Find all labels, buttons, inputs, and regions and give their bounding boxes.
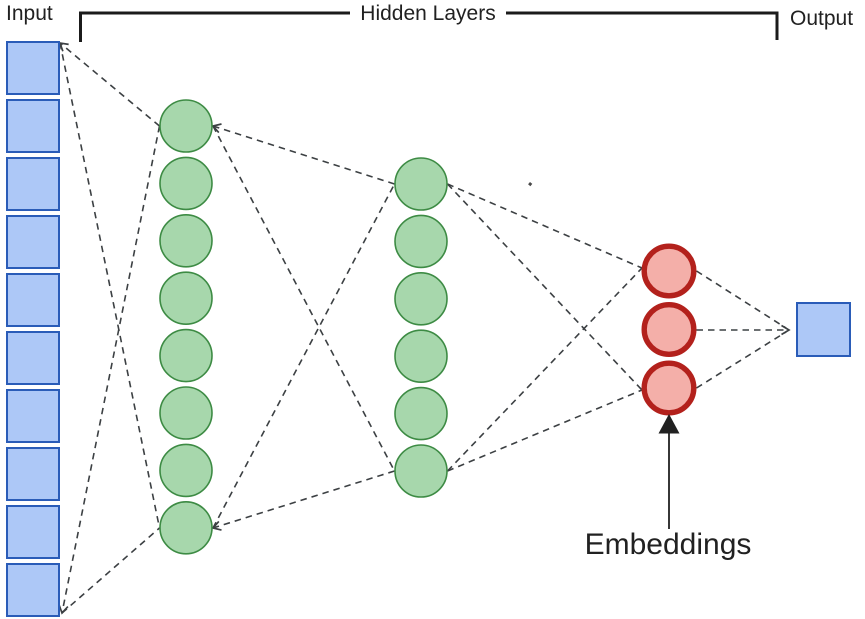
- hidden-layer-1-node: [159, 156, 213, 211]
- input-layer-node: [6, 505, 60, 559]
- edge-h2top-h1top: [211, 123, 395, 185]
- edge-h1bottom-h2top: [212, 183, 396, 529]
- edge-h2bottom-embbottom: [447, 389, 643, 472]
- embedding-layer-node: [641, 360, 697, 416]
- embedding-layer-node: [641, 302, 697, 358]
- edge-h2top-embbottom: [446, 183, 643, 391]
- connection-edges: [58, 41, 791, 615]
- hidden-layer-1-node: [159, 99, 213, 153]
- edge-embbottom-output: [696, 331, 787, 389]
- input-layer-node: [6, 273, 60, 327]
- input-layer-node: [6, 563, 60, 617]
- hidden-layer-2-node: [394, 271, 448, 326]
- hidden-layer-1-node: [159, 214, 213, 268]
- hidden-layer-2-node: [394, 214, 448, 269]
- output-label: Output: [790, 7, 854, 30]
- hidden-layer-1-node: [159, 443, 213, 498]
- edge-h1top-h2bottom: [212, 125, 396, 472]
- input-layer-node: [6, 215, 60, 269]
- input-layer-node: [6, 99, 60, 153]
- layer-nodes: [6, 41, 851, 617]
- hidden-layer-2-node: [394, 444, 448, 498]
- hidden-layer-1-node: [159, 386, 213, 440]
- edge-h2bottom-embtop: [446, 267, 643, 472]
- edge-h2top-embtop: [447, 183, 643, 269]
- embeddings-label: Embeddings: [584, 528, 752, 561]
- stray-mark: [528, 181, 533, 187]
- input-label: Input: [6, 2, 53, 25]
- edge-h2bottom-h1bottom: [211, 470, 395, 531]
- edge-embtop-output: [696, 270, 787, 329]
- hidden-layer-2-node: [394, 386, 448, 441]
- embeddings-arrowhead-icon: [658, 414, 680, 434]
- input-layer-node: [6, 41, 60, 95]
- edge-inputbottom-h1bottom: [61, 527, 161, 614]
- hidden-layer-1-node: [159, 271, 213, 326]
- edge-inputtop-h1bottom: [59, 42, 161, 529]
- input-layer-node: [6, 331, 60, 385]
- input-layer-node: [6, 157, 60, 211]
- output-layer-node: [796, 302, 851, 357]
- hidden-layer-2-node: [394, 329, 448, 384]
- hidden-layer-1-node: [159, 500, 213, 555]
- edge-h1top-inputtop: [58, 41, 161, 127]
- edge-h1top-inputbottom: [58, 125, 161, 615]
- embedding-layer-node: [641, 243, 697, 299]
- hidden-layer-2-node: [394, 157, 448, 211]
- hidden-layer-1-node: [159, 328, 213, 383]
- input-layer-node: [6, 447, 60, 501]
- hidden-layers-label: Hidden Layers: [350, 2, 506, 26]
- input-layer-node: [6, 389, 60, 443]
